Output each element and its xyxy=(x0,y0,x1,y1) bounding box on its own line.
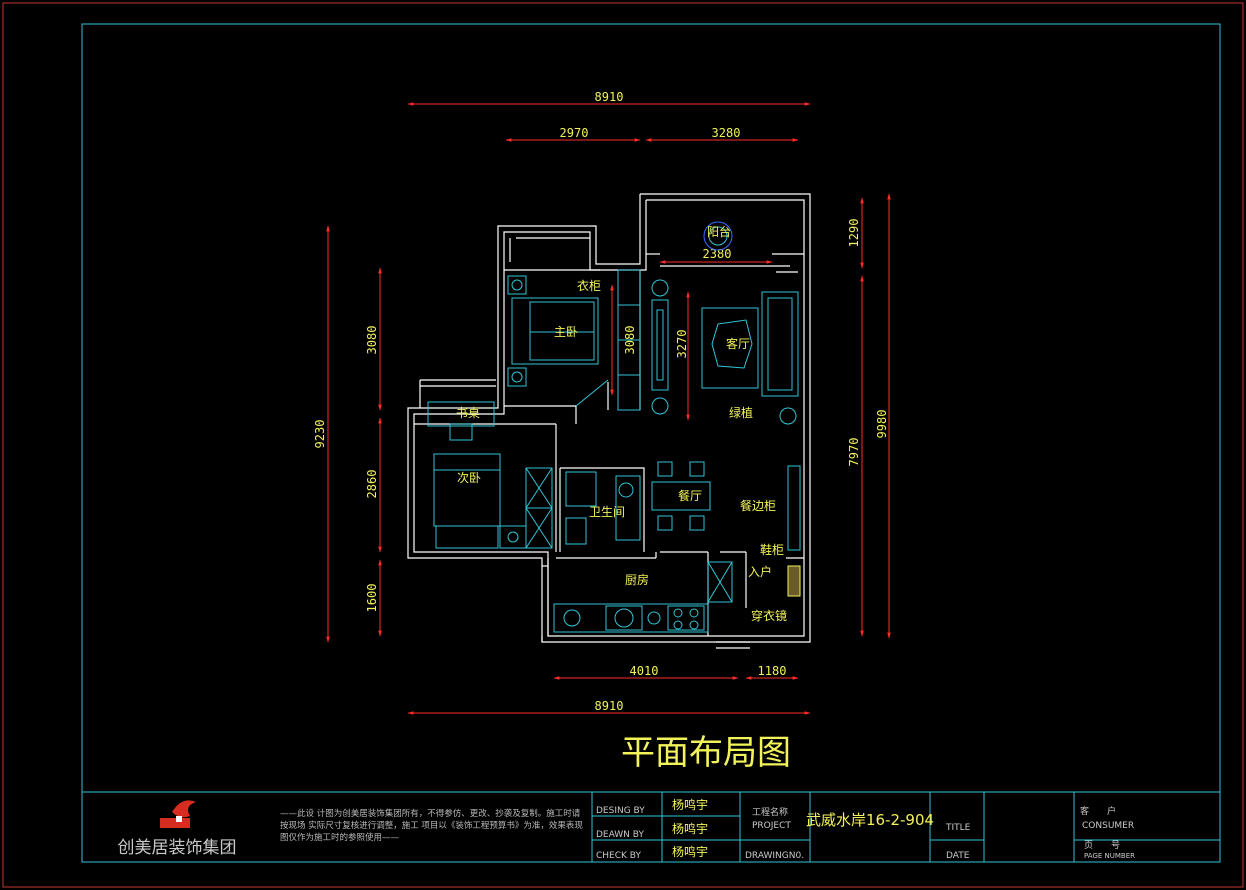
room-bathroom: 卫生间 xyxy=(589,505,625,519)
room-entrance: 入户 xyxy=(748,564,772,579)
dim-top-right: 3280 xyxy=(712,126,741,140)
date-label: DATE xyxy=(946,851,970,861)
drawer-name: 杨鸣宇 xyxy=(672,821,708,836)
room-wardrobe: 衣柜 xyxy=(577,278,601,293)
drawn-by-label: DEAWN BY xyxy=(596,830,644,840)
room-desk: 书桌 xyxy=(456,406,480,420)
room-balcony: 阳台 xyxy=(707,224,731,239)
room-kitchen: 厨房 xyxy=(625,572,649,587)
design-by-label: DESING BY xyxy=(596,806,645,816)
dim-bottom-right: 1180 xyxy=(758,664,787,678)
copyright-notice-box: ——此设 计图为创美居装饰集团所有，不得参仿、更改、抄袭及复制。施工时请按现场 … xyxy=(280,809,583,843)
dim-left-mid: 2860 xyxy=(365,470,379,499)
dim-left-top: 3080 xyxy=(365,326,379,355)
dim-bottom-left: 4010 xyxy=(630,664,659,678)
room-dressing-mirror: 穿衣镜 xyxy=(751,608,787,623)
furniture xyxy=(427,221,801,633)
checker-name: 杨鸣宇 xyxy=(672,844,708,859)
room-plant: 绿植 xyxy=(729,405,753,420)
page-label-cn: 页 号 xyxy=(1084,840,1120,851)
drawing-title: 平面布局图 xyxy=(621,733,791,773)
company-logo xyxy=(160,800,196,828)
dim-left-bottom: 1600 xyxy=(365,584,379,613)
room-master-bedroom: 主卧 xyxy=(554,325,578,339)
copyright-notice: ——此设 计图为创美居装饰集团所有，不得参仿、更改、抄袭及复制。施工时请按现场 … xyxy=(280,809,583,843)
room-dining: 餐厅 xyxy=(678,488,702,503)
room-second-bedroom: 次卧 xyxy=(457,471,481,485)
dim-living-inner: 3270 xyxy=(675,330,689,359)
dim-right-mid: 7970 xyxy=(847,438,861,467)
room-sideboard: 餐边柜 xyxy=(740,498,776,513)
dimension-lines xyxy=(326,102,891,715)
designer-name: 杨鸣宇 xyxy=(672,797,708,812)
company-name: 创美居装饰集团 xyxy=(118,838,237,858)
project-label: PROJECT xyxy=(752,821,791,831)
dim-right-top: 1290 xyxy=(847,219,861,248)
dim-bottom-total: 8910 xyxy=(595,699,624,713)
room-living: 客厅 xyxy=(726,336,750,351)
project-label-cn: 工程名称 xyxy=(752,806,788,818)
dim-balcony: 2380 xyxy=(703,247,732,261)
title-label: TITLE xyxy=(945,823,971,833)
page-label: PAGE NUMBER xyxy=(1084,852,1135,860)
consumer-label-cn: 客 户 xyxy=(1080,805,1116,817)
dim-left-total: 9230 xyxy=(313,420,327,449)
dim-right-total: 9980 xyxy=(875,410,889,439)
consumer-label: CONSUMER xyxy=(1082,821,1134,831)
dim-top-total: 8910 xyxy=(595,90,624,104)
drawing-no-label: DRAWINGN0. xyxy=(745,851,804,861)
project-name: 武威水岸16-2-904 xyxy=(806,811,934,829)
title-block xyxy=(81,791,1221,863)
room-shoe-cabinet: 鞋柜 xyxy=(760,542,784,557)
check-by-label: CHECK BY xyxy=(596,851,641,861)
dim-top-left: 2970 xyxy=(560,126,589,140)
